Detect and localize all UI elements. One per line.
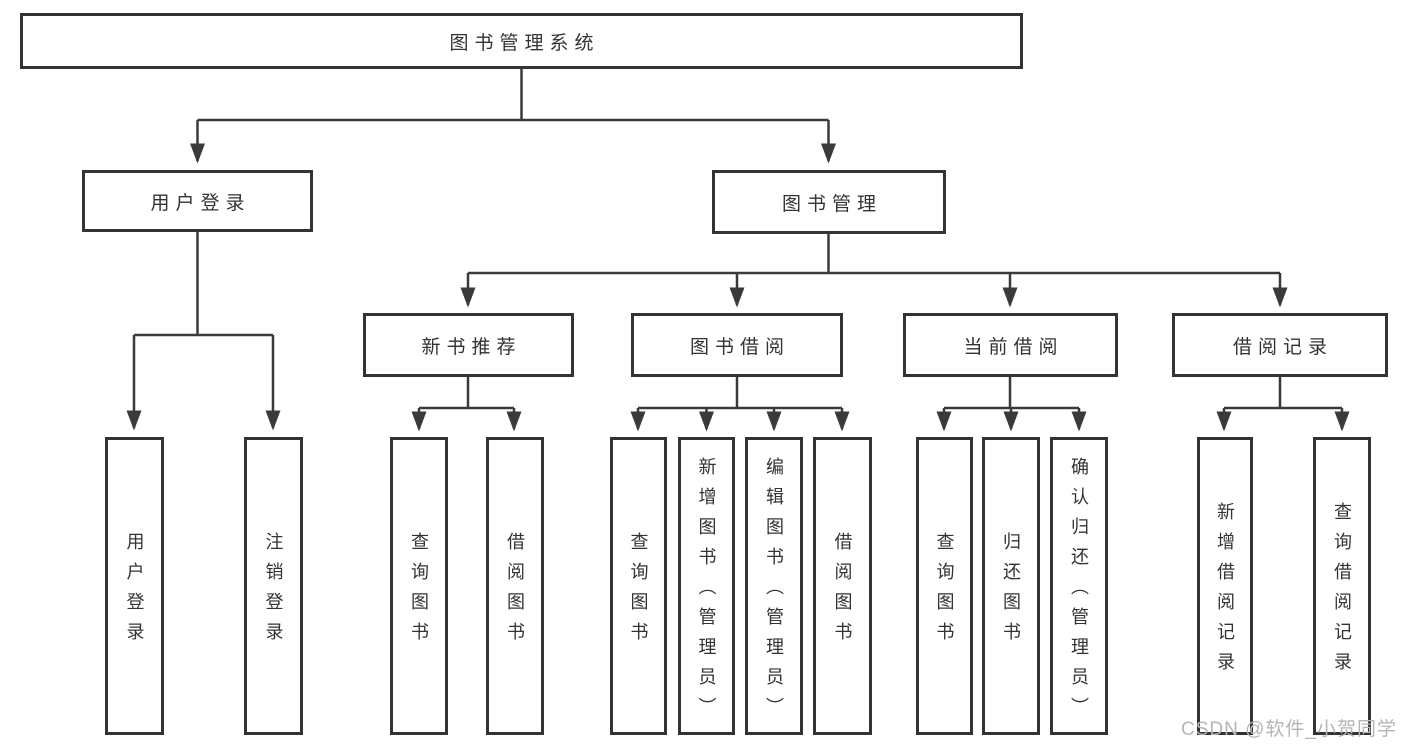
leaf-add-book-admin: 新增图书（管理员） [678,437,735,735]
node-current-borrowing: 当前借阅 [903,313,1118,377]
leaf-borrow-book-recommend: 借阅图书 [486,437,544,735]
leaf-return-book: 归还图书 [982,437,1040,735]
leaf-confirm-return-admin: 确认归还（管理员） [1050,437,1108,735]
leaf-query-book-borrowing: 查询图书 [610,437,667,735]
node-book-borrowing-label: 图书借阅 [689,336,790,358]
leaf-add-borrow-record: 新增借阅记录 [1197,437,1253,735]
node-book-management-label: 图书管理 [781,193,882,215]
leaf-logout: 注销登录 [244,437,303,735]
node-borrowing-records-label: 借阅记录 [1232,336,1333,358]
node-user-login: 用户登录 [82,170,313,232]
node-book-management: 图书管理 [712,170,946,234]
leaf-query-book-recommend: 查询图书 [390,437,448,735]
node-new-book-recommendation: 新书推荐 [363,313,574,377]
leaf-edit-book-admin: 编辑图书（管理员） [745,437,803,735]
node-root: 图书管理系统 [20,13,1023,69]
node-root-label: 图书管理系统 [449,32,600,54]
leaf-query-book-current: 查询图书 [916,437,973,735]
leaf-borrow-book-borrowing: 借阅图书 [813,437,872,735]
leaf-query-borrow-record: 查询借阅记录 [1313,437,1371,735]
csdn-watermark: CSDN @软件_小贺同学 [1181,719,1397,740]
node-new-book-recommendation-label: 新书推荐 [421,336,522,358]
node-current-borrowing-label: 当前借阅 [963,336,1064,358]
leaf-user-login: 用户登录 [105,437,164,735]
node-borrowing-records: 借阅记录 [1172,313,1388,377]
node-user-login-label: 用户登录 [150,192,251,214]
node-book-borrowing: 图书借阅 [631,313,843,377]
